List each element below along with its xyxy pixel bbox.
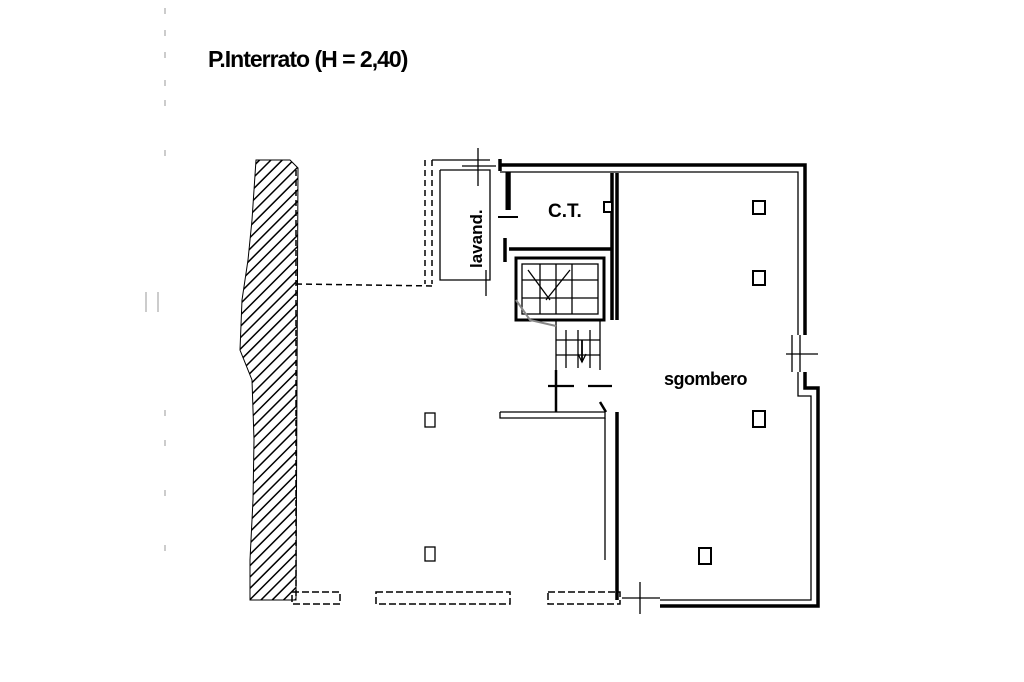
window-marks [462, 148, 818, 614]
terrain-hatch [239, 159, 299, 601]
room-label-centrale-termica: C.T. [548, 201, 582, 222]
floor-title: P.Interrato (H = 2,40) [208, 46, 408, 72]
staircase [514, 256, 612, 413]
solid-walls [498, 159, 820, 608]
bottom-dashed-walls [291, 591, 621, 605]
margin-marks [145, 8, 166, 551]
open-area-outline [295, 160, 437, 598]
room-label-lavanderia: lavand. [467, 209, 486, 268]
room-label-sgombero: sgombero [664, 369, 748, 389]
pillars [424, 200, 766, 565]
inner-wall-lines [432, 159, 812, 601]
utility-marks [498, 172, 518, 218]
